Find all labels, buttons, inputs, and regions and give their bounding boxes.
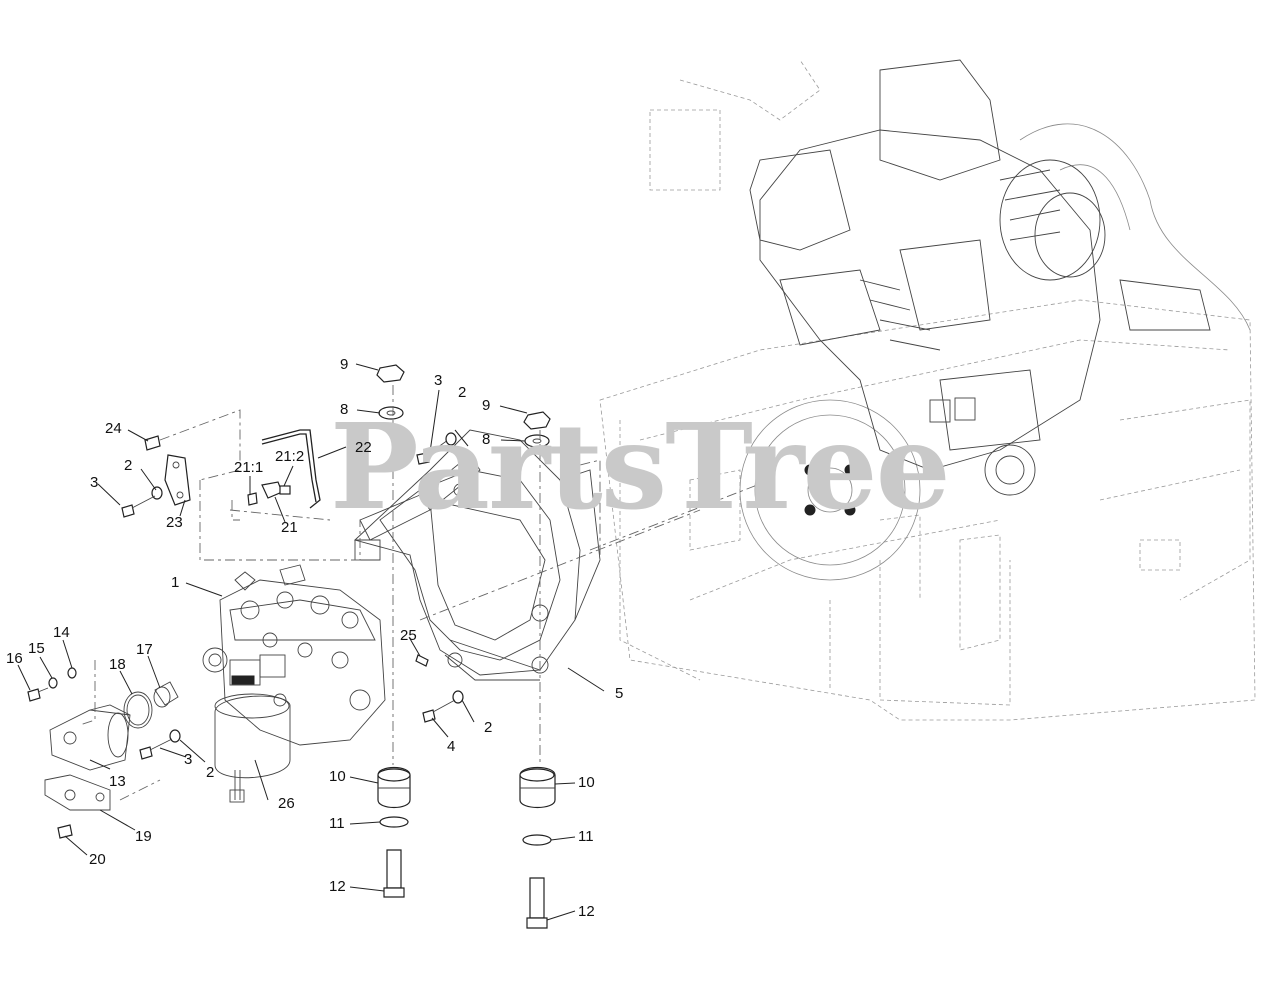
callout-9[interactable]: 9 — [340, 356, 349, 373]
callout-13[interactable]: 13 — [109, 773, 126, 790]
callout-18[interactable]: 18 — [109, 656, 126, 673]
callout-17[interactable]: 17 — [136, 641, 153, 658]
callout-22[interactable]: 22 — [355, 439, 372, 456]
engine-ghost — [599, 59, 1256, 721]
callout-16[interactable]: 16 — [6, 650, 23, 667]
callout-24[interactable]: 24 — [105, 420, 122, 437]
callout-4[interactable]: 4 — [447, 738, 456, 755]
hardware — [27, 364, 556, 929]
callout-3[interactable]: 3 — [90, 474, 99, 491]
callout-12[interactable]: 12 — [578, 903, 595, 920]
callout-21-2[interactable]: 21:2 — [275, 448, 305, 465]
callout-11[interactable]: 11 — [578, 828, 594, 845]
callout-8[interactable]: 8 — [340, 401, 349, 418]
callout-2[interactable]: 2 — [206, 764, 215, 781]
charge-pump — [44, 681, 179, 811]
partstree-watermark: PartsTree — [330, 397, 951, 536]
callout-20[interactable]: 20 — [89, 851, 106, 868]
callout-19[interactable]: 19 — [135, 828, 152, 845]
callout-2[interactable]: 2 — [458, 384, 467, 401]
callout-10[interactable]: 10 — [578, 774, 595, 791]
callout-10[interactable]: 10 — [329, 768, 346, 785]
bell-housing — [354, 429, 601, 681]
callout-21[interactable]: 21 — [281, 519, 298, 536]
assembly-lines — [79, 385, 771, 801]
callout-2[interactable]: 2 — [484, 719, 493, 736]
callout-21-1[interactable]: 21:1 — [234, 459, 264, 476]
callout-1[interactable]: 1 — [171, 574, 180, 591]
callout-14[interactable]: 14 — [53, 624, 70, 641]
callout-9[interactable]: 9 — [482, 397, 491, 414]
callout-8[interactable]: 8 — [482, 431, 491, 448]
callout-3[interactable]: 3 — [434, 372, 443, 389]
callout-26[interactable]: 26 — [278, 795, 295, 812]
callout-25[interactable]: 25 — [400, 627, 417, 644]
callout-5[interactable]: 5 — [615, 685, 624, 702]
hydro-pump — [202, 564, 386, 803]
callout-15[interactable]: 15 — [28, 640, 45, 657]
callout-11[interactable]: 11 — [329, 815, 345, 832]
callout-12[interactable]: 12 — [329, 878, 346, 895]
callout-23[interactable]: 23 — [166, 514, 183, 531]
leader-lines — [17, 363, 605, 921]
callout-2[interactable]: 2 — [124, 457, 133, 474]
callout-3[interactable]: 3 — [184, 751, 193, 768]
